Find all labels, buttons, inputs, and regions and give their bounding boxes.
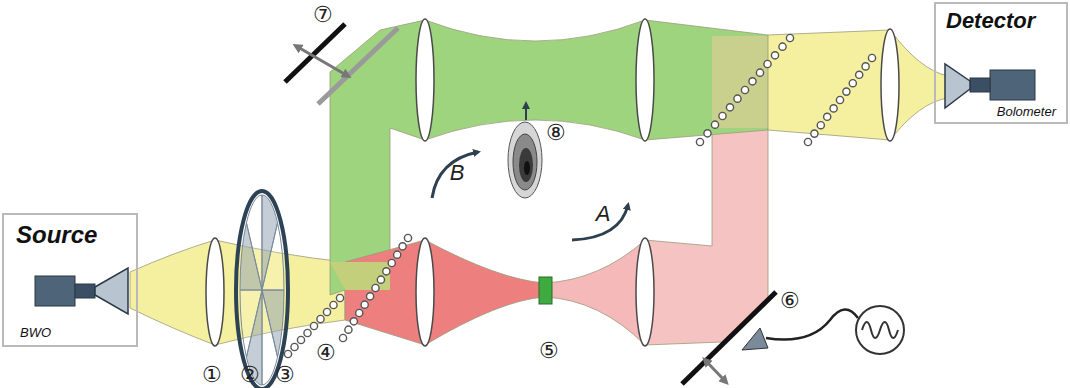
device-name: BWO <box>20 325 51 340</box>
device-box: SourceBWO <box>2 213 138 347</box>
callout-number: ① <box>202 362 222 387</box>
chopper-wheel <box>236 191 288 388</box>
device-heading: Detector <box>946 8 1035 34</box>
callout-number: ② <box>240 362 260 387</box>
device-heading: Source <box>16 221 97 249</box>
path-label: A <box>596 201 611 227</box>
callout-number: ⑦ <box>313 2 333 27</box>
callout-number: ⑥ <box>780 288 800 313</box>
callout-number: ④ <box>316 340 336 365</box>
wire-grid <box>284 34 875 357</box>
device-name: Bolometer <box>997 104 1056 119</box>
path-label: B <box>450 160 465 186</box>
callout-number: ③ <box>275 362 295 387</box>
callout-number: ⑤ <box>539 338 559 363</box>
callout-number: ⑧ <box>546 120 566 145</box>
device-box: DetectorBolometer <box>934 2 1068 124</box>
